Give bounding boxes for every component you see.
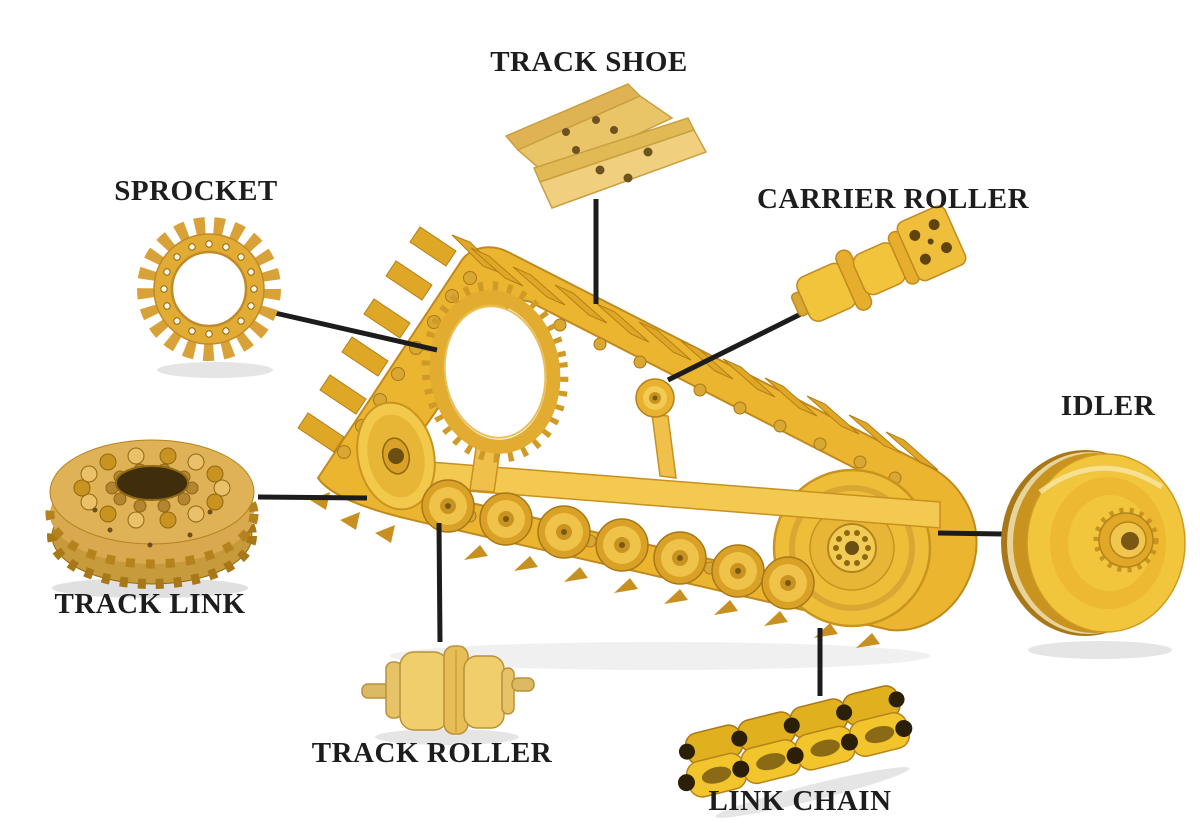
bottom-rollers <box>421 479 815 610</box>
leader-line-track-roller <box>436 522 443 643</box>
leader-line-idler <box>937 530 1003 537</box>
label-carrier-roller: CARRIER ROLLER <box>756 183 1030 215</box>
carrier-roller-image <box>790 205 967 322</box>
link-chain-image <box>677 685 913 818</box>
idler-image <box>1001 450 1186 659</box>
label-track-shoe: TRACK SHOE <box>490 46 688 78</box>
track-group-assembly <box>297 226 978 670</box>
front-wheel <box>356 401 436 511</box>
track-roller-image <box>361 645 535 745</box>
label-sprocket: SPROCKET <box>114 175 278 207</box>
grousers-left-side <box>297 226 457 453</box>
label-link-chain: LINK CHAIN <box>708 785 892 817</box>
label-idler: IDLER <box>1060 390 1156 422</box>
drive-sprocket-ring <box>421 281 569 463</box>
label-track-link: TRACK LINK <box>54 588 246 620</box>
track-link-image <box>45 439 259 598</box>
label-track-roller: TRACK ROLLER <box>311 737 553 769</box>
track-link-center-hole <box>115 465 189 501</box>
leader-line-sprocket <box>274 310 438 353</box>
track-shoe-image <box>504 83 708 209</box>
sprocket-image <box>137 217 281 378</box>
leader-line-track-link <box>257 494 368 501</box>
sprocket-center-hole <box>170 250 248 328</box>
leader-line-carrier-roller <box>666 300 825 383</box>
assembly-shadow <box>390 642 930 670</box>
track-frame <box>429 413 941 529</box>
carrier-roller-on-frame <box>635 378 675 418</box>
idler-hub-hole <box>1121 532 1139 550</box>
leader-lines <box>257 199 1003 696</box>
sprocket-opening <box>443 305 547 439</box>
